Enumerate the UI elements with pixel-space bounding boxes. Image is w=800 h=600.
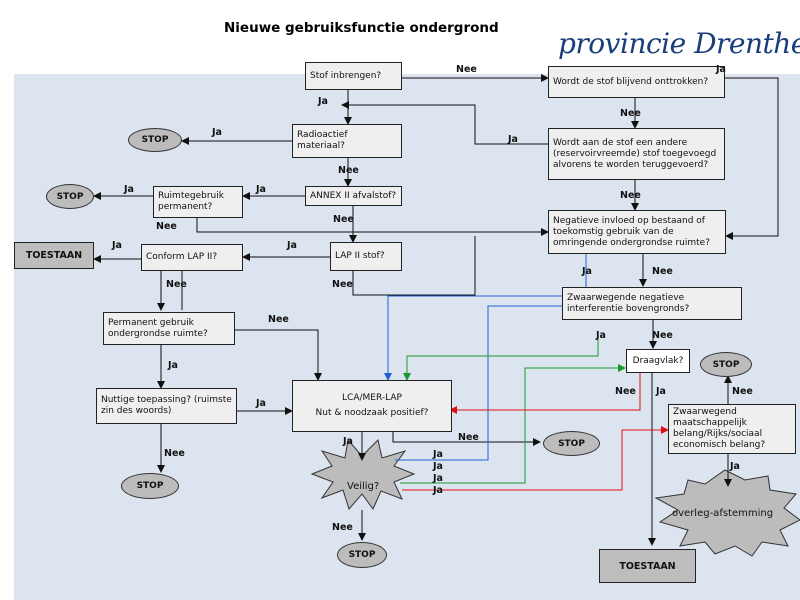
stop-oval-ruimtegebruik: STOP [46, 184, 94, 209]
radioactief-box: Radioactief materiaal? [292, 124, 402, 158]
label-nee: Nee [652, 330, 673, 341]
veilig-label: Veilig? [347, 481, 379, 492]
label-ja: Ja [433, 449, 443, 460]
veilig-star-shape [310, 438, 416, 511]
label-nee: Nee [332, 279, 353, 290]
toestaan-box-1: TOESTAAN [14, 242, 94, 269]
label-ja: Ja [433, 485, 443, 496]
toestaan-box-2: TOESTAAN [599, 549, 696, 583]
label-nee: Nee [732, 386, 753, 397]
label-nee: Nee [456, 64, 477, 75]
annex-box: ANNEX II afvalstof? [305, 186, 402, 206]
label-ja: Ja [168, 360, 178, 371]
zwaarwegend-interferentie-box: Zwaarwegende negatieve interferentie bov… [562, 287, 742, 320]
label-ja: Ja [582, 266, 592, 277]
label-ja: Ja [256, 398, 266, 409]
conform-lap-box: Conform LAP II? [141, 244, 243, 271]
lca-mer-box: LCA/MER-LAP Nut & noodzaak positief? [292, 380, 452, 432]
label-ja: Ja [433, 461, 443, 472]
label-ja: Ja [433, 473, 443, 484]
stop-oval-veilig: STOP [337, 542, 387, 568]
andere-stof-box: Wordt aan de stof een andere (reservoirv… [548, 128, 725, 180]
provincie-drenthe-logo: provincie Drenthe [558, 27, 800, 60]
label-ja: Ja [318, 96, 328, 107]
label-nee: Nee [620, 108, 641, 119]
label-nee: Nee [458, 432, 479, 443]
label-ja: Ja [124, 184, 134, 195]
overleg-label: overleg-afstemming [672, 508, 773, 519]
label-nee: Nee [615, 386, 636, 397]
label-nee: Nee [268, 314, 289, 325]
label-ja: Ja [343, 436, 353, 447]
stop-oval-radioactief: STOP [128, 128, 182, 152]
label-ja: Ja [716, 64, 726, 75]
stop-oval-draagvlak: STOP [700, 352, 752, 377]
stop-oval-nuttige: STOP [121, 473, 179, 499]
label-nee: Nee [338, 165, 359, 176]
stof-inbrengen-box: Stof inbrengen? [305, 62, 402, 90]
page-title: Nieuwe gebruiksfunctie ondergrond [224, 20, 499, 36]
label-nee: Nee [164, 448, 185, 459]
stop-oval-lca: STOP [543, 431, 600, 456]
label-nee: Nee [166, 279, 187, 290]
label-nee: Nee [620, 190, 641, 201]
lap-stof-box: LAP II stof? [330, 242, 402, 271]
label-ja: Ja [730, 461, 740, 472]
label-ja: Ja [212, 127, 222, 138]
label-ja: Ja [508, 134, 518, 145]
label-nee: Nee [156, 221, 177, 232]
label-nee: Nee [333, 214, 354, 225]
wordt-onttrokken-box: Wordt de stof blijvend onttrokken? [548, 66, 725, 98]
label-ja: Ja [287, 240, 297, 251]
label-ja: Ja [112, 240, 122, 251]
permanent-gebruik-box: Permanent gebruik ondergrondse ruimte? [103, 312, 235, 345]
label-ja: Ja [256, 184, 266, 195]
label-nee: Nee [332, 522, 353, 533]
nuttige-toepassing-box: Nuttige toepassing? (ruimste zin des woo… [96, 388, 237, 424]
draagvlak-box: Draagvlak? [626, 349, 690, 373]
negatieve-invloed-box: Negatieve invloed op bestaand of toekoms… [548, 210, 726, 254]
label-ja: Ja [596, 330, 606, 341]
zwaarwegend-belang-box: Zwaarwegend maatschappelijk belang/Rijks… [668, 404, 796, 454]
lca-title: LCA/MER-LAP [342, 393, 402, 403]
overleg-star-shape [654, 469, 800, 557]
lca-question: Nut & noodzaak positief? [315, 408, 429, 418]
label-ja: Ja [656, 386, 666, 397]
label-nee: Nee [652, 266, 673, 277]
ruimtegebruik-box: Ruimtegebruik permanent? [153, 186, 243, 218]
